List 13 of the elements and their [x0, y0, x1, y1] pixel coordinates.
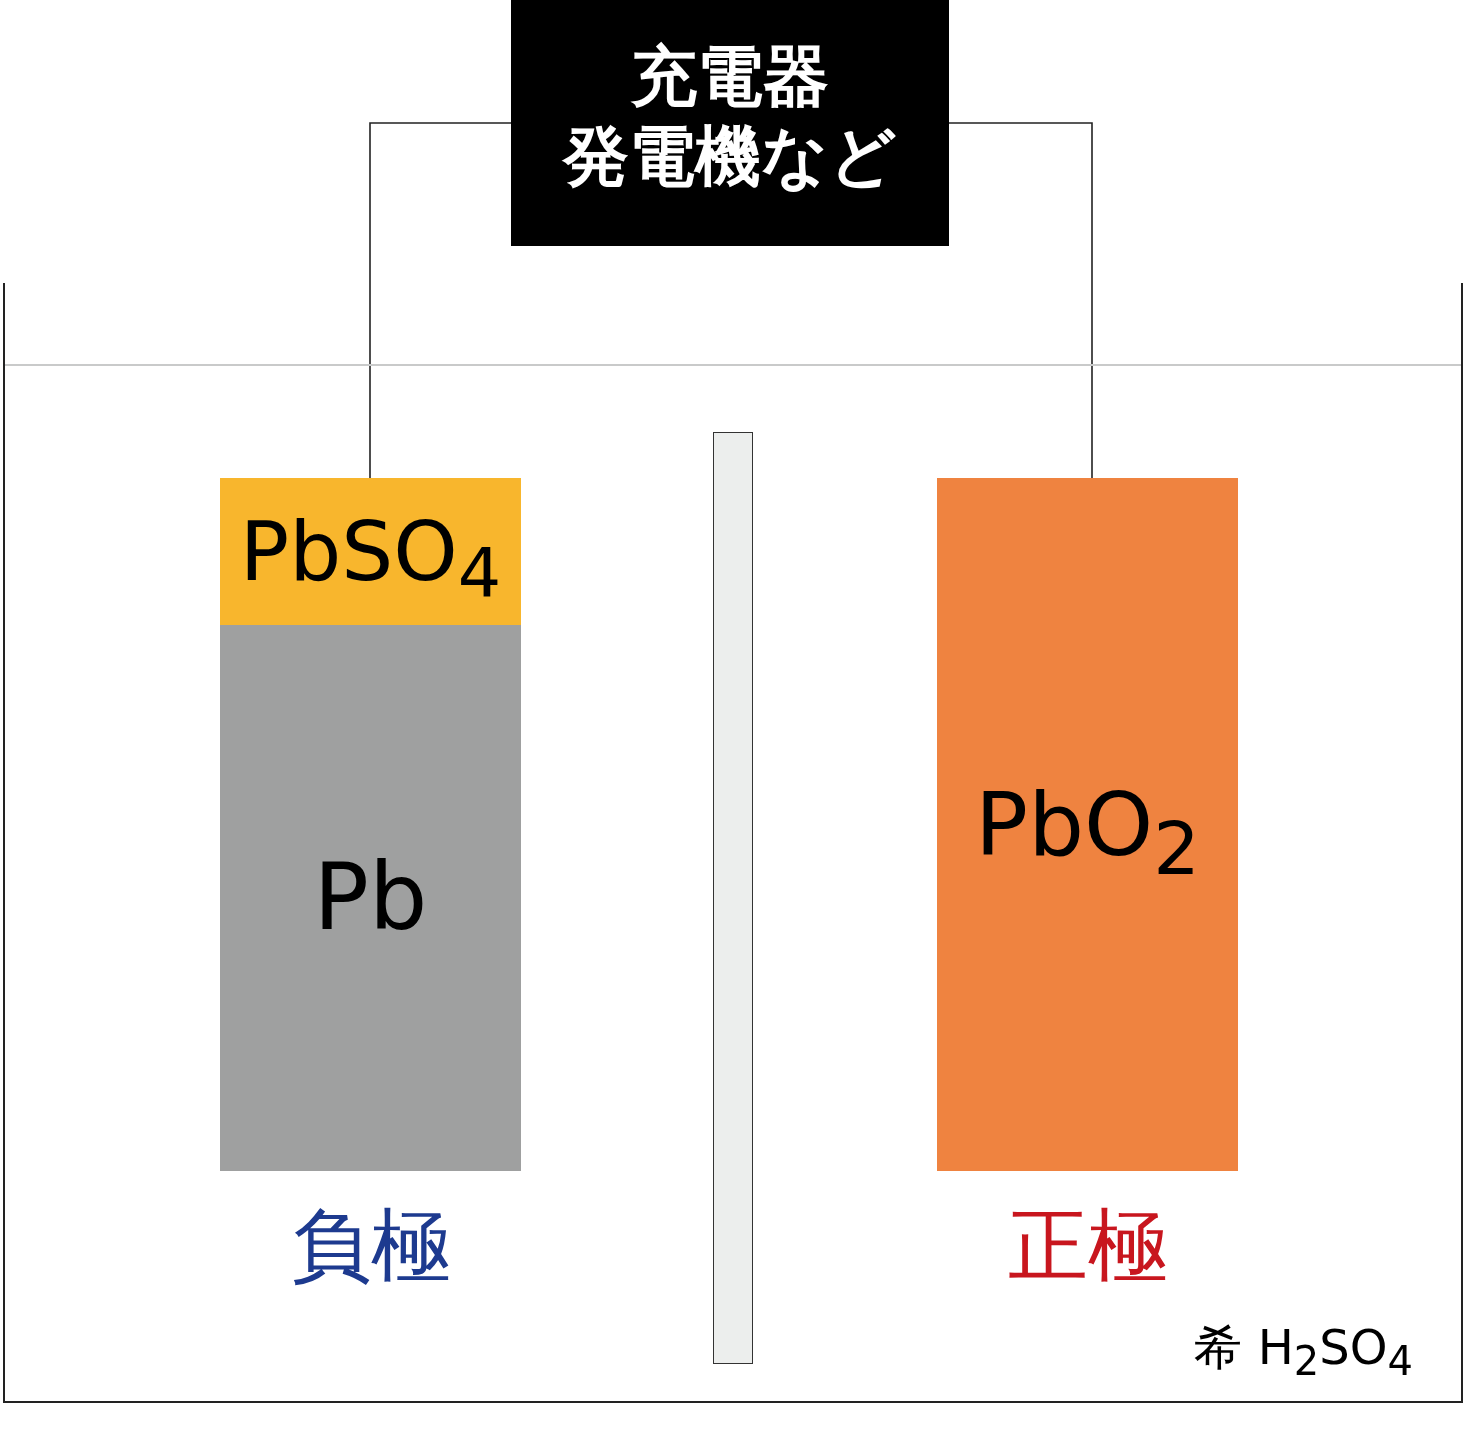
- electrode-label: 負極: [289, 1206, 452, 1286]
- electrode-label: 正極: [1006, 1206, 1169, 1286]
- solution-label: 希 H$_{2}$SO$_{4}$: [1194, 1323, 1413, 1381]
- formula-label: PbO$_{2}$: [974, 780, 1201, 885]
- formula-label: Pb: [312, 852, 429, 944]
- wire: [948, 122, 1093, 479]
- electrode-plate: [220, 478, 521, 625]
- wire: [369, 122, 512, 479]
- device-label: 発電機など: [561, 124, 898, 190]
- separator-plate: [713, 432, 753, 1364]
- device-label: 充電器: [630, 44, 830, 110]
- formula-label: PbSO$_{4}$: [238, 510, 503, 609]
- charger-box: [511, 0, 949, 246]
